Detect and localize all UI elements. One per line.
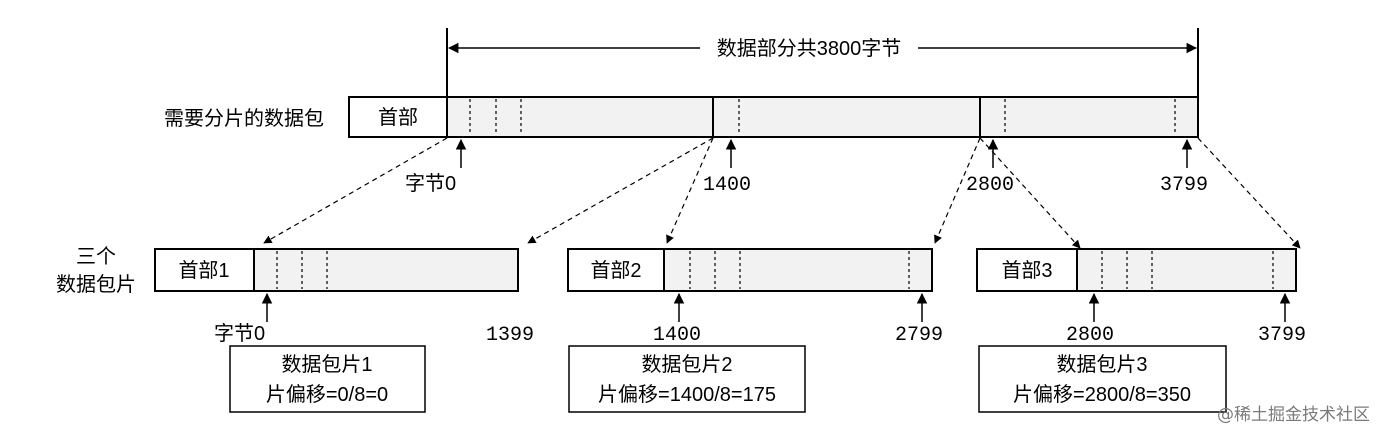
fragment-3-end-label: 3799 — [1258, 324, 1306, 347]
fragment-1-info-box — [229, 345, 426, 413]
map-arrow-frag1-end — [527, 137, 714, 244]
fragment-3: 首部3 2800 3799 数据包片3 片偏移=2800/8=350 — [976, 248, 1306, 413]
mapping-arrows — [263, 137, 1301, 249]
map-arrow-frag2-start — [666, 137, 714, 244]
original-mark-3799: 3799 — [1160, 174, 1208, 197]
fragment-3-info-title: 数据包片3 — [1056, 353, 1147, 376]
fragment-3-header-cell — [976, 248, 1078, 292]
fragment-2: 首部2 1400 2799 数据包片2 片偏移=1400/8=175 — [567, 248, 943, 413]
fragments-label-line2: 数据包片 — [56, 273, 136, 296]
watermark: @稀土掘金技术社区 — [1217, 405, 1370, 425]
total-length-label: 数据部分共3800字节 — [717, 37, 902, 60]
original-packet: 需要分片的数据包 首部 字节0 1400 2800 3799 — [164, 96, 1208, 197]
map-arrow-frag3-end — [1197, 137, 1301, 249]
fragment-1: 首部1 字节0 1399 数据包片1 片偏移=0/8=0 — [154, 248, 534, 413]
original-byte-start-label: 字节0 — [405, 172, 456, 195]
original-packet-box — [348, 96, 1199, 138]
fragment-1-offset: 片偏移=0/8=0 — [266, 383, 388, 406]
fragment-3-start-label: 2800 — [1066, 324, 1114, 347]
fragment-2-info-title: 数据包片2 — [641, 353, 732, 376]
fragment-3-header-label: 首部3 — [1001, 259, 1052, 282]
fragment-1-header-cell — [154, 248, 255, 292]
fragment-2-header-cell — [567, 248, 665, 292]
total-length-dimension: 数据部分共3800字节 — [446, 28, 1199, 96]
fragment-2-offset: 片偏移=1400/8=175 — [598, 383, 776, 406]
fragment-2-end-label: 2799 — [895, 324, 943, 347]
fragment-2-info-box — [568, 345, 806, 413]
map-arrow-frag2-end — [934, 137, 981, 244]
fragment-1-end-label: 1399 — [486, 324, 534, 347]
map-arrow-frag1-start — [263, 137, 448, 244]
map-arrow-frag3-start — [979, 137, 1081, 249]
fragment-1-info-title: 数据包片1 — [281, 353, 372, 376]
fragment-2-start-label: 1400 — [653, 324, 701, 347]
fragment-3-offset: 片偏移=2800/8=350 — [1013, 383, 1191, 406]
original-header-label: 首部 — [378, 106, 418, 129]
original-mark-1400: 1400 — [703, 174, 751, 197]
original-header-cell — [348, 96, 448, 138]
fragment-2-header-label: 首部2 — [590, 259, 641, 282]
original-packet-label: 需要分片的数据包 — [164, 107, 324, 130]
fragments-label-line1: 三个 — [76, 245, 116, 268]
fragment-1-start-label: 字节0 — [214, 322, 265, 345]
fragment-1-header-label: 首部1 — [178, 259, 229, 282]
fragment-3-info-box — [978, 345, 1227, 413]
original-mark-2800: 2800 — [966, 174, 1014, 197]
fragments-label: 三个 数据包片 — [56, 245, 136, 296]
